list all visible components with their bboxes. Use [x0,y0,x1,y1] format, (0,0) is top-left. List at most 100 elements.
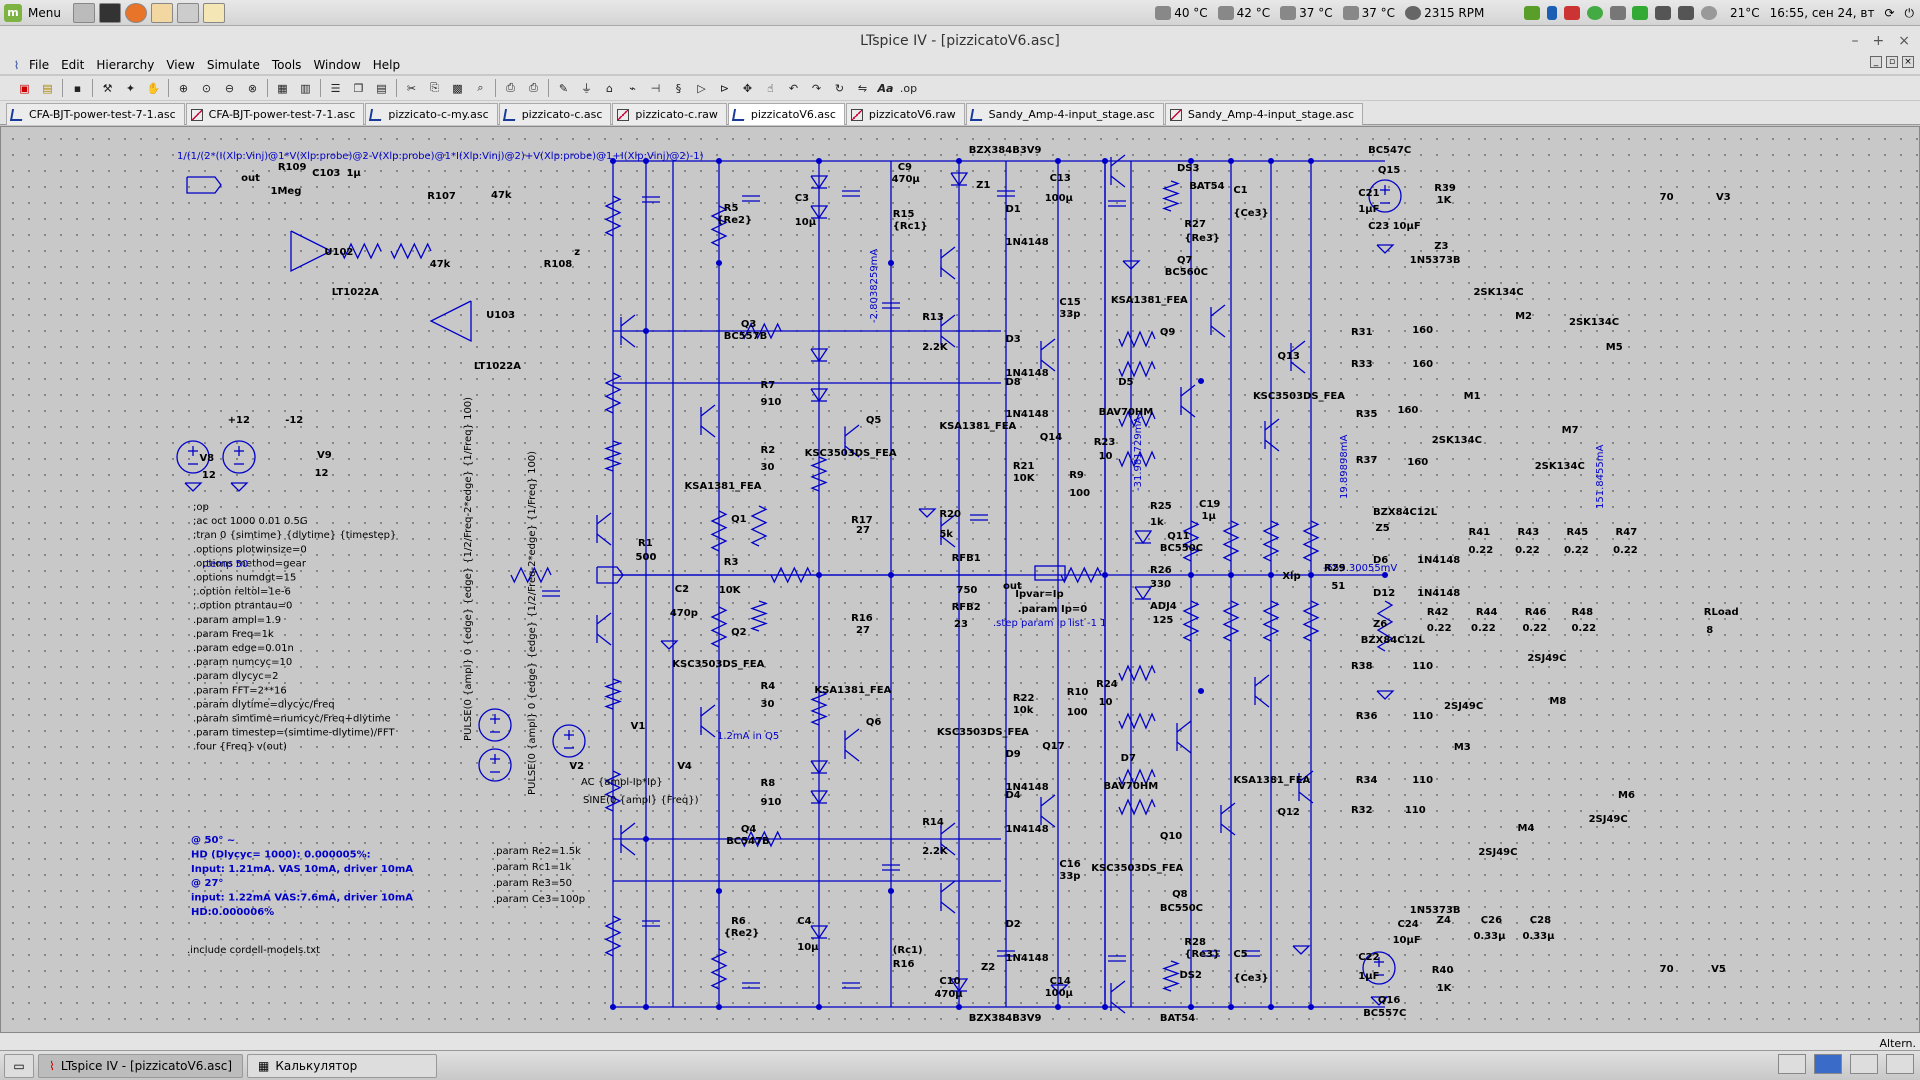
menu-tools[interactable]: Tools [271,58,302,72]
capacitor-icon[interactable]: ⊣ [650,81,661,95]
component-label: 1N4148 [1006,368,1049,379]
tab-2[interactable]: pizzicato-c-my.asc [365,103,498,125]
junction-dot [1381,571,1389,579]
menu-help[interactable]: Help [372,58,401,72]
zoom-in-icon[interactable]: ⊕ [178,81,189,95]
tile-vertical-icon[interactable]: ▤ [376,81,387,95]
tab-1[interactable]: CFA-BJT-power-test-7-1.asc [185,103,365,125]
update-manager-icon[interactable] [1586,6,1603,21]
calculator-launcher-icon[interactable] [176,2,199,23]
component-label: 10µ [795,217,817,228]
tab-7[interactable]: Sandy_Amp-4-input_stage.asc [965,103,1164,125]
volume-icon[interactable] [1678,6,1695,21]
autorange-icon[interactable]: ▦ [277,81,288,95]
minimize-icon[interactable]: – [1851,33,1859,49]
zoom-out-icon[interactable]: ⊖ [224,81,235,95]
terminal-launcher-icon[interactable] [98,2,121,23]
menu-edit[interactable]: Edit [61,58,85,72]
find-icon[interactable]: ⌕ [477,81,484,94]
undo-icon[interactable]: ↶ [788,81,799,95]
label-net-icon[interactable]: ⌂ [606,81,613,95]
resistor-r4 [604,678,622,710]
tab-0[interactable]: CFA-BJT-power-test-7-1.asc [6,103,185,125]
menu-hierarchy[interactable]: Hierarchy [96,58,155,72]
drag-icon[interactable]: ☝ [767,81,774,95]
resistor-r32 [1118,798,1156,816]
mdi-close-icon[interactable]: × [1902,56,1914,68]
text-editor-launcher-icon[interactable] [150,2,173,23]
tab-5[interactable]: pizzicatoV6.asc [727,103,845,125]
task-calculator[interactable]: ▦ Калькулятор [247,1053,438,1078]
schematic-canvas[interactable]: 1/(1/(2*(I(Xlp:Vinj)@1*V(Xlp:probe)@2-V(… [0,126,1920,1033]
control-panel-icon[interactable]: ⚒ [102,81,113,95]
print-preview-icon[interactable]: ⎙ [506,81,515,94]
voltage-source-v2 [478,748,512,782]
ground-icon[interactable]: ⏚ [581,82,592,95]
bluetooth-icon[interactable] [1547,6,1558,21]
mdi-minimize-icon[interactable]: _ [1870,56,1882,68]
cascade-icon[interactable]: ❐ [353,81,364,95]
network-icon[interactable] [1632,6,1649,21]
tab-8[interactable]: Sandy_Amp-4-input_stage.asc [1164,103,1364,125]
halt-icon[interactable]: ✋ [146,81,161,95]
notes-launcher-icon[interactable] [202,2,225,23]
zoom-full-icon[interactable]: ⊙ [201,81,212,95]
rotate-icon[interactable]: ↻ [834,81,845,95]
component-label: BC547B [726,836,769,847]
tab-6[interactable]: pizzicatoV6.raw [845,103,965,125]
nvidia-icon[interactable] [1524,6,1541,21]
firefox-launcher-icon[interactable] [124,2,147,23]
draw-wire-icon[interactable]: ✎ [558,81,569,95]
menu-simulate[interactable]: Simulate [206,58,260,72]
resistor-icon[interactable]: ⌁ [629,81,636,95]
tab-4[interactable]: pizzicato-c.raw [612,103,727,125]
component-icon[interactable]: ⊳ [719,81,730,95]
spice-directive-icon[interactable]: .op [899,81,918,95]
close-icon[interactable]: × [1898,33,1910,49]
maximize-icon[interactable]: + [1872,33,1885,49]
power-icon[interactable]: ⏻ [1904,5,1915,20]
mdi-restore-icon[interactable]: ▫ [1886,56,1898,68]
refresh-icon[interactable]: ⟳ [1884,6,1895,20]
inductor-icon[interactable]: § [675,81,682,95]
component-label: 470µ [892,174,921,185]
keyboard-layout-icon[interactable] [1564,6,1580,21]
diode-icon[interactable]: ▷ [697,81,706,95]
menu-file[interactable]: File [29,58,50,72]
component-label: KSC3503DS_FEA [1091,863,1183,874]
fft-icon[interactable]: ▥ [300,81,311,95]
copy-icon[interactable]: ⎘ [430,81,439,94]
run-icon[interactable]: ✦ [125,81,136,95]
new-schematic-icon[interactable]: ▣ [19,81,30,95]
component-label: 2SK134C [1473,287,1523,298]
paste-icon[interactable]: ▩ [452,81,463,95]
files-launcher-icon[interactable] [72,2,95,23]
workspace-2[interactable] [1850,1054,1878,1074]
mirror-icon[interactable]: ⇋ [857,81,868,95]
tools-icon[interactable] [1609,6,1626,21]
workspace-1[interactable] [1814,1054,1842,1074]
task-ltspice[interactable]: ⌇ LTspice IV - [pizzicatoV6.asc] [38,1053,244,1078]
xlp-probe-block[interactable] [1034,565,1066,581]
start-menu-button[interactable]: m Menu [0,0,71,26]
cut-icon[interactable]: ✂ [406,81,417,95]
param-directive: .param Rc1=1k [493,862,571,873]
text-icon[interactable]: Aa [877,81,894,95]
menu-window[interactable]: Window [313,58,361,72]
show-desktop-button[interactable]: ▭ [4,1053,34,1078]
component-label: Q4 [741,824,757,835]
open-icon[interactable]: ▤ [42,81,53,95]
move-icon[interactable]: ✥ [742,81,753,95]
save-icon[interactable]: ▪ [73,81,82,95]
tile-horizontal-icon[interactable]: ☰ [330,81,341,95]
transistor-q3 [620,335,636,348]
print-icon[interactable]: ⎙ [529,81,538,94]
app-icon-firefox[interactable] [1778,1054,1806,1074]
menu-view[interactable]: View [166,58,195,72]
tab-3[interactable]: pizzicato-c.asc [498,103,612,125]
redo-icon[interactable]: ↷ [811,81,822,95]
battery-icon[interactable] [1655,6,1672,21]
zoom-cancel-icon[interactable]: ⊗ [247,81,258,95]
workspace-3[interactable] [1886,1054,1914,1074]
clock[interactable]: 16:55, сен 24, вт [1769,6,1875,20]
